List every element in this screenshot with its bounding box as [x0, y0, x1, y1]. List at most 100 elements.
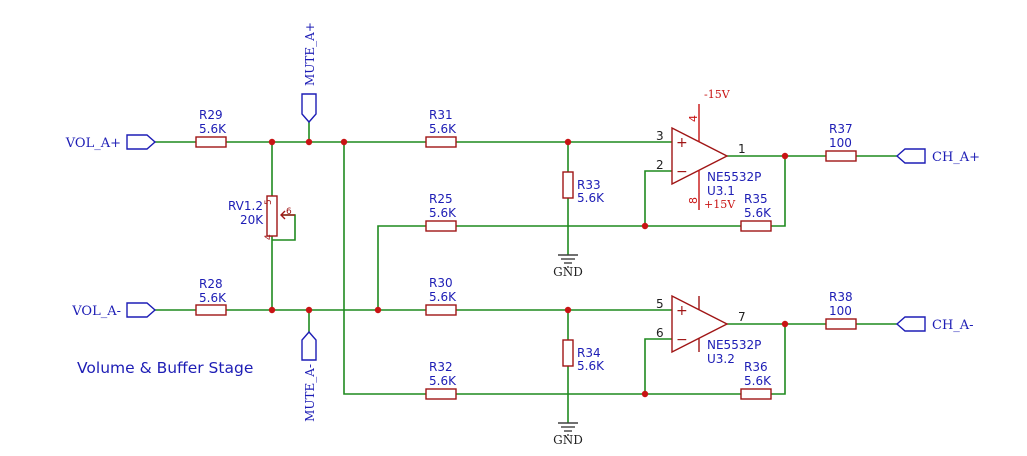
u3-2-pin-out: 7: [738, 310, 746, 324]
wire: [343, 142, 426, 395]
junction-dot: [268, 138, 276, 146]
u3-1-pin-neg: 2: [656, 158, 664, 172]
junction-dot: [374, 306, 382, 314]
potentiometer-rv1-2[interactable]: [266, 195, 295, 237]
ground-icon: [558, 422, 578, 436]
r25-ref: R25: [429, 192, 453, 206]
u3-1-pin-out: 1: [738, 142, 746, 156]
junction-dot: [564, 138, 572, 146]
junction-dot: [781, 152, 789, 160]
wire: [644, 170, 672, 226]
port-vol-a-neg-icon[interactable]: [126, 302, 157, 318]
wire: [771, 324, 786, 395]
junction-dot: [305, 138, 313, 146]
opamp-group: [671, 104, 729, 354]
ground-group: [558, 254, 578, 436]
ground-icon: [558, 254, 578, 268]
u3-1-pin-vneg: 4: [687, 115, 700, 122]
r31-value: 5.6K: [429, 122, 457, 136]
u3-1-part: NE5532P: [707, 170, 761, 184]
junction-dot: [641, 390, 649, 398]
r29-ref: R29: [199, 108, 223, 122]
r30-value: 5.6K: [429, 290, 457, 304]
resistor-r36[interactable]: [740, 388, 772, 400]
resistor-r29[interactable]: [195, 136, 227, 148]
wire: [771, 156, 786, 227]
junction-group: [268, 138, 789, 398]
junction-dot: [340, 138, 348, 146]
resistor-r37[interactable]: [825, 150, 857, 162]
ground-label: GND: [553, 433, 583, 447]
u3-1-ref: U3.1: [707, 184, 735, 198]
u3-1-pin-vpos: 8: [687, 197, 700, 204]
port-ch-a-neg-icon[interactable]: [895, 316, 926, 332]
wire: [644, 338, 672, 394]
r30-ref: R30: [429, 276, 453, 290]
label-group: Volume & Buffer Stage VOL_A+ VOL_A- CH_A…: [65, 22, 980, 447]
u3-2-plus-icon: +: [676, 303, 688, 319]
r32-ref: R32: [429, 360, 453, 374]
junction-dot: [564, 306, 572, 314]
r33-ref: R33: [577, 178, 601, 192]
pot-ref: RV1.2: [228, 199, 263, 213]
power-neg-label: -15V: [704, 88, 731, 101]
u3-1-minus-icon: −: [676, 164, 688, 180]
r36-ref: R36: [744, 360, 768, 374]
pot-pin-b: 4: [264, 234, 274, 240]
r28-ref: R28: [199, 277, 223, 291]
pot-body: [266, 195, 278, 237]
ground-label: GND: [553, 265, 583, 279]
port-mute-a-pos-label: MUTE_A+: [303, 22, 317, 86]
pot-value: 20K: [240, 213, 264, 227]
r31-ref: R31: [429, 108, 453, 122]
resistor-r30[interactable]: [425, 304, 457, 316]
junction-dot: [781, 320, 789, 328]
r32-value: 5.6K: [429, 374, 457, 388]
u3-2-pin-pos: 5: [656, 297, 664, 311]
r37-ref: R37: [829, 122, 853, 136]
resistor-group: [195, 136, 857, 400]
port-group: [126, 93, 926, 361]
port-ch-a-pos-icon[interactable]: [895, 148, 926, 164]
resistor-r35[interactable]: [740, 220, 772, 232]
port-vol-a-neg-label: VOL_A-: [71, 304, 121, 319]
r36-value: 5.6K: [744, 374, 772, 388]
u3-2-part: NE5532P: [707, 338, 761, 352]
port-ch-a-pos-label: CH_A+: [932, 150, 980, 165]
resistor-r32[interactable]: [425, 388, 457, 400]
port-mute-a-neg-label: MUTE_A-: [303, 364, 317, 422]
r33-value: 5.6K: [577, 191, 605, 205]
wire: [377, 225, 426, 310]
r28-value: 5.6K: [199, 291, 227, 305]
r29-value: 5.6K: [199, 122, 227, 136]
u3-2-minus-icon: −: [676, 332, 688, 348]
r38-ref: R38: [829, 290, 853, 304]
resistor-r28[interactable]: [195, 304, 227, 316]
resistor-r31[interactable]: [425, 136, 457, 148]
r38-value: 100: [829, 304, 852, 318]
junction-dot: [641, 222, 649, 230]
wire-group: [155, 122, 897, 423]
port-mute-a-neg-icon[interactable]: [301, 330, 317, 361]
u3-1-pin-pos: 3: [656, 129, 664, 143]
port-vol-a-pos-icon[interactable]: [126, 134, 157, 150]
junction-dot: [268, 306, 276, 314]
r35-ref: R35: [744, 192, 768, 206]
u3-2-pin-neg: 6: [656, 326, 664, 340]
r34-value: 5.6K: [577, 359, 605, 373]
resistor-r38[interactable]: [825, 318, 857, 330]
resistor-r33[interactable]: [562, 171, 574, 199]
power-pos-label: +15V: [704, 198, 736, 211]
pot-arrow-icon: [280, 210, 286, 220]
port-mute-a-pos-icon[interactable]: [301, 93, 317, 124]
junction-dot: [305, 306, 313, 314]
pot-pin-w: 6: [286, 207, 292, 217]
resistor-r25[interactable]: [425, 220, 457, 232]
r34-ref: R34: [577, 346, 601, 360]
page-title: Volume & Buffer Stage: [77, 359, 253, 377]
resistor-r34[interactable]: [562, 339, 574, 367]
u3-1-plus-icon: +: [676, 135, 688, 151]
port-ch-a-neg-label: CH_A-: [932, 318, 974, 333]
r35-value: 5.6K: [744, 206, 772, 220]
